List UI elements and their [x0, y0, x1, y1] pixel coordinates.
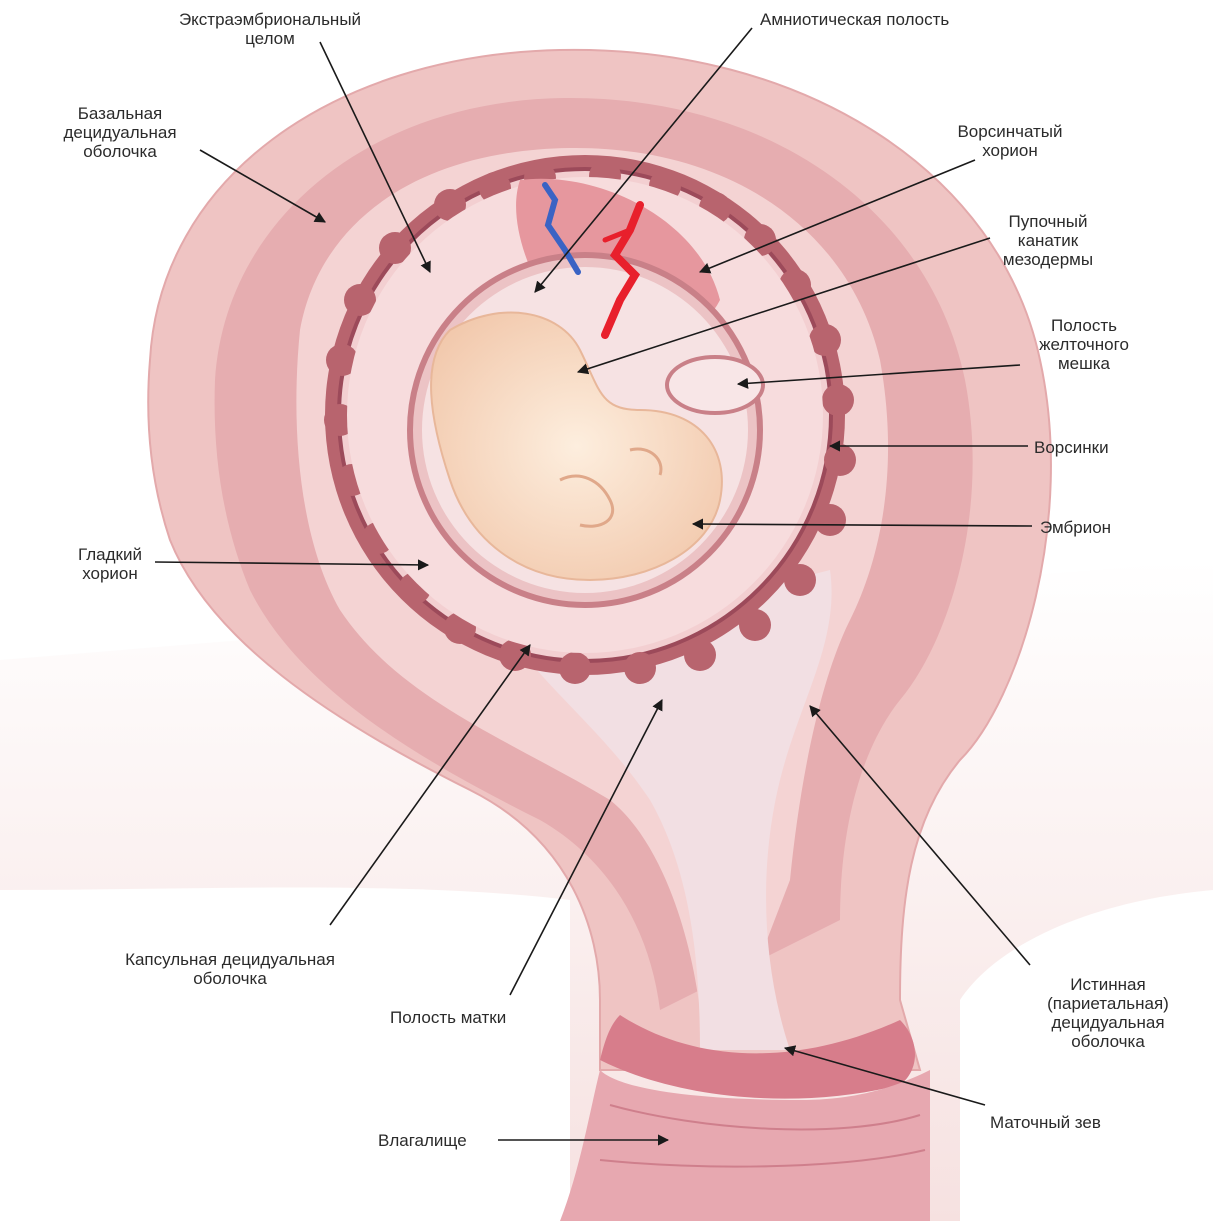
label-capsular-decidua: Капсульная децидуальная оболочка [80, 950, 380, 988]
label-true-decidua: Истинная (париетальная) децидуальная обо… [1008, 975, 1208, 1051]
label-extraembryonic-coelom: Экстраэмбриональный целом [145, 10, 395, 48]
label-external-os: Маточный зев [990, 1113, 1101, 1132]
label-uterine-cavity: Полость матки [390, 1008, 506, 1027]
label-amniotic-cavity: Амниотическая полость [760, 10, 1022, 29]
label-basal-decidua: Базальная децидуальная оболочка [40, 104, 200, 161]
label-vagina: Влагалище [378, 1131, 467, 1150]
label-yolk-sac-cavity: Полость желточного мешка [1010, 316, 1158, 373]
label-umbilical-stalk-mesoderm: Пупочный канатик мезодермы [978, 212, 1118, 269]
label-embryo: Эмбрион [1040, 518, 1111, 537]
label-villous-chorion: Ворсинчатый хорион [930, 122, 1090, 160]
yolk-sac [667, 357, 763, 413]
label-smooth-chorion: Гладкий хорион [60, 545, 160, 583]
label-villi: Ворсинки [1034, 438, 1109, 457]
